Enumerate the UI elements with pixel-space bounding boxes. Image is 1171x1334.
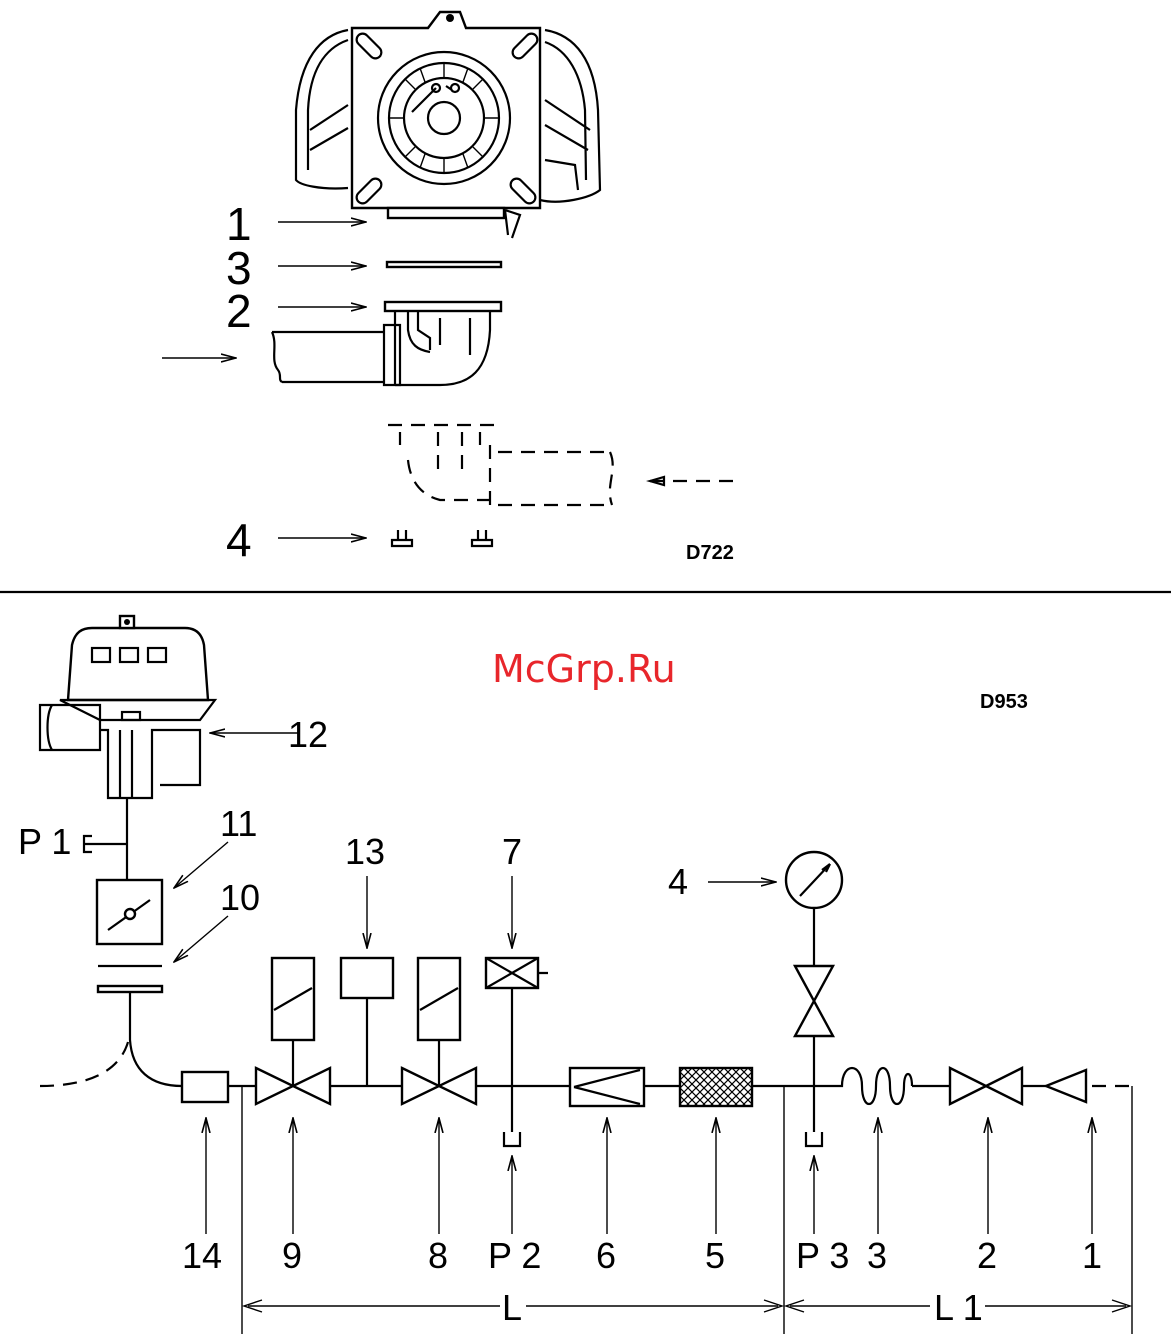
label-p2: P 2 (488, 1235, 541, 1276)
label-1: 1 (1082, 1235, 1102, 1276)
label-14: 14 (182, 1235, 222, 1276)
burner-assembly (296, 12, 600, 238)
watermark: McGrp.Ru (492, 647, 676, 691)
component-1 (1046, 1070, 1086, 1102)
solenoid-valve-9 (256, 958, 330, 1104)
filter-5 (680, 1068, 752, 1106)
component-7 (486, 958, 548, 1146)
shutoff-valve-2 (950, 1068, 1022, 1104)
label-11: 11 (220, 803, 257, 844)
dashed-alternate-position (388, 425, 735, 508)
screws-part-4 (392, 530, 492, 546)
solenoid-valve-8 (402, 958, 476, 1104)
label-8: 8 (428, 1235, 448, 1276)
label-10: 10 (220, 877, 260, 918)
stabilizer-6 (570, 1068, 644, 1106)
dimension-label-l: L (502, 1287, 522, 1328)
pressure-gauge-4 (786, 852, 842, 1146)
gasket-part-3 (387, 262, 501, 267)
anti-vibration-joint-3 (840, 1068, 912, 1104)
diagram-code-d722: D722 (686, 542, 734, 564)
label-2: 2 (977, 1235, 997, 1276)
dimension-label-l1: L 1 (934, 1287, 983, 1328)
label-12: 12 (288, 714, 328, 755)
label-3: 3 (867, 1235, 887, 1276)
label-4: 4 (668, 861, 688, 902)
label-13: 13 (345, 831, 385, 872)
label-9: 9 (282, 1235, 302, 1276)
label-6: 6 (596, 1235, 616, 1276)
label-7: 7 (502, 831, 522, 872)
diagram-code-d953: D953 (980, 691, 1028, 713)
label-p3: P 3 (796, 1235, 849, 1276)
flange-elbow-part-2 (272, 302, 501, 385)
label-5: 5 (705, 1235, 725, 1276)
pressure-switch-13 (341, 958, 393, 998)
dimension-lines (242, 1086, 1132, 1334)
top-label-4: 4 (226, 514, 252, 566)
component-14 (182, 1072, 228, 1102)
label-p1: P 1 (18, 821, 71, 862)
top-label-2: 2 (226, 285, 252, 337)
